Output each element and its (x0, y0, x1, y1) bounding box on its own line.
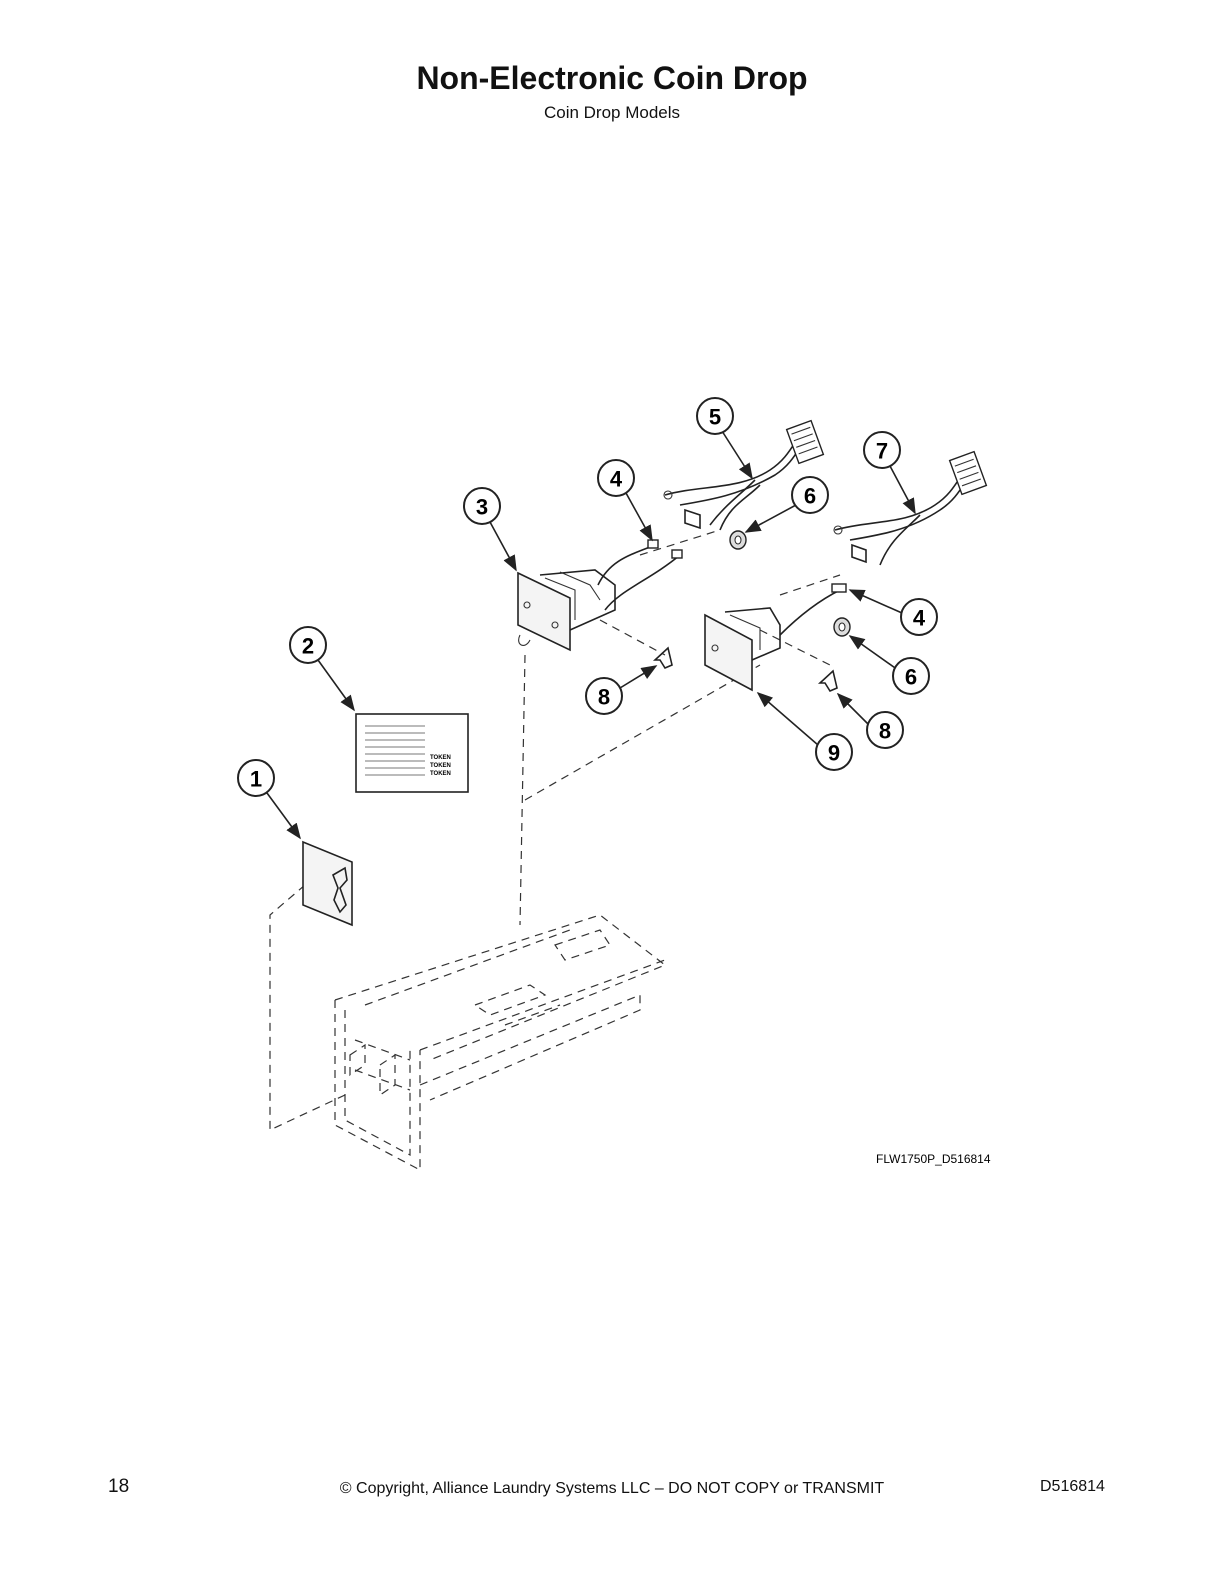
copyright-notice: © Copyright, Alliance Laundry Systems LL… (339, 1480, 885, 1497)
part-coin-plate-insert (302, 840, 353, 927)
svg-text:4: 4 (913, 606, 926, 631)
svg-text:2: 2 (302, 634, 314, 659)
svg-text:8: 8 (598, 685, 610, 710)
part-switch-clip-left (652, 646, 673, 670)
svg-text:1: 1 (250, 767, 262, 792)
svg-text:5: 5 (709, 405, 721, 430)
callout-8-left: 8 (585, 677, 623, 715)
svg-text:6: 6 (804, 484, 816, 509)
callout-7: 7 (863, 431, 901, 469)
callout-6-upper: 6 (791, 476, 829, 514)
svg-text:3: 3 (476, 495, 488, 520)
part-coin-label: TOKEN TOKEN TOKEN (355, 713, 469, 793)
part-dual-coin-switch-bracket (517, 569, 616, 652)
callout-leaders (266, 430, 916, 840)
label-token-2: TOKEN (430, 763, 451, 769)
part-bushing-upper (729, 530, 747, 550)
document-number: D516814 (1040, 1478, 1105, 1495)
figure-id: FLW1750P_D516814 (876, 1152, 991, 1166)
page-title: Non-Electronic Coin Drop (416, 60, 808, 96)
callout-1: 1 (237, 759, 275, 797)
svg-text:8: 8 (879, 719, 891, 744)
part-switch-clip-right (817, 669, 838, 693)
callout-5: 5 (696, 397, 734, 435)
svg-text:7: 7 (876, 439, 888, 464)
callout-3: 3 (463, 487, 501, 525)
part-wire-harness-upper (663, 419, 825, 531)
part-bushing-lower (833, 617, 851, 637)
svg-text:4: 4 (610, 467, 623, 492)
part-coin-drop-housing (334, 914, 667, 1171)
callout-9: 9 (815, 733, 853, 771)
callout-4-lower: 4 (900, 598, 938, 636)
label-token-1: TOKEN (430, 755, 451, 761)
part-single-coin-switch-bracket (704, 583, 847, 692)
callout-4-upper: 4 (597, 459, 635, 497)
callout-8-right: 8 (866, 711, 904, 749)
callout-2: 2 (289, 626, 327, 664)
assembly-guide-lines (269, 529, 841, 1131)
label-token-3: TOKEN (430, 771, 451, 777)
part-wire-harness-lower (833, 450, 988, 566)
callout-6-lower: 6 (892, 657, 930, 695)
svg-text:9: 9 (828, 741, 840, 766)
page-subtitle: Coin Drop Models (543, 103, 681, 122)
part-switch-wire-upper (597, 539, 683, 611)
svg-text:6: 6 (905, 665, 917, 690)
page-number: 18 (108, 1476, 130, 1497)
